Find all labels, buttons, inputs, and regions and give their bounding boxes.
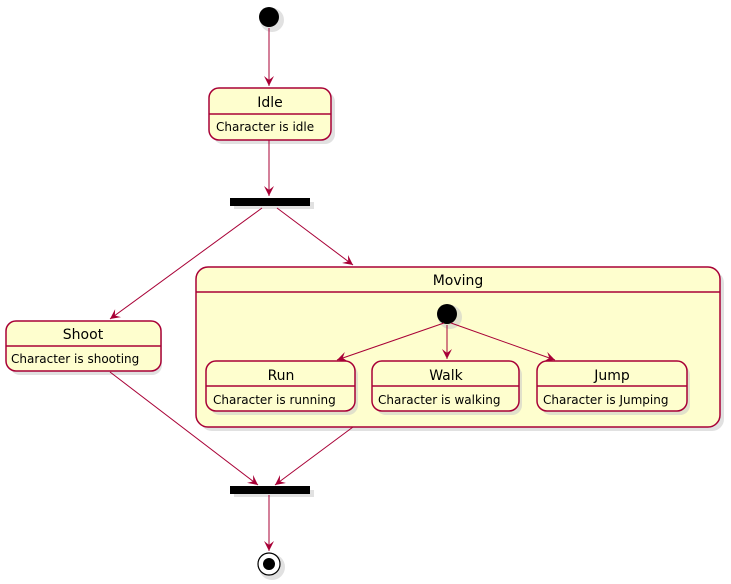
moving-initial-node (437, 304, 457, 324)
state-idle-title: Idle (257, 95, 283, 111)
state-shoot-desc: Character is shooting (11, 352, 139, 366)
transition-moving-join (274, 426, 354, 486)
transition-moving-run (336, 322, 445, 362)
state-jump-title: Jump (593, 368, 630, 384)
state-run: Run Character is running (205, 360, 358, 415)
state-jump-desc: Character is Jumping (543, 393, 668, 407)
final-node-center (263, 558, 275, 570)
state-walk-desc: Character is walking (378, 393, 500, 407)
state-run-title: Run (268, 368, 295, 384)
state-shoot: Shoot Character is shooting (5, 320, 162, 375)
state-jump: Jump Character is Jumping (536, 360, 690, 415)
transition-moving-jump (450, 322, 556, 362)
state-moving-title: Moving (433, 273, 484, 289)
transition-shoot-join (109, 371, 259, 486)
fork-bar (230, 198, 310, 206)
transition-fork-moving (276, 207, 354, 266)
state-walk: Walk Character is walking (371, 360, 522, 415)
state-idle-desc: Character is idle (216, 120, 314, 134)
state-walk-title: Walk (429, 368, 463, 384)
state-run-desc: Character is running (213, 393, 336, 407)
initial-node (259, 7, 279, 27)
join-bar (230, 486, 310, 494)
state-idle: Idle Character is idle (208, 87, 335, 144)
transition-fork-shoot (109, 207, 263, 320)
state-shoot-title: Shoot (63, 327, 104, 343)
